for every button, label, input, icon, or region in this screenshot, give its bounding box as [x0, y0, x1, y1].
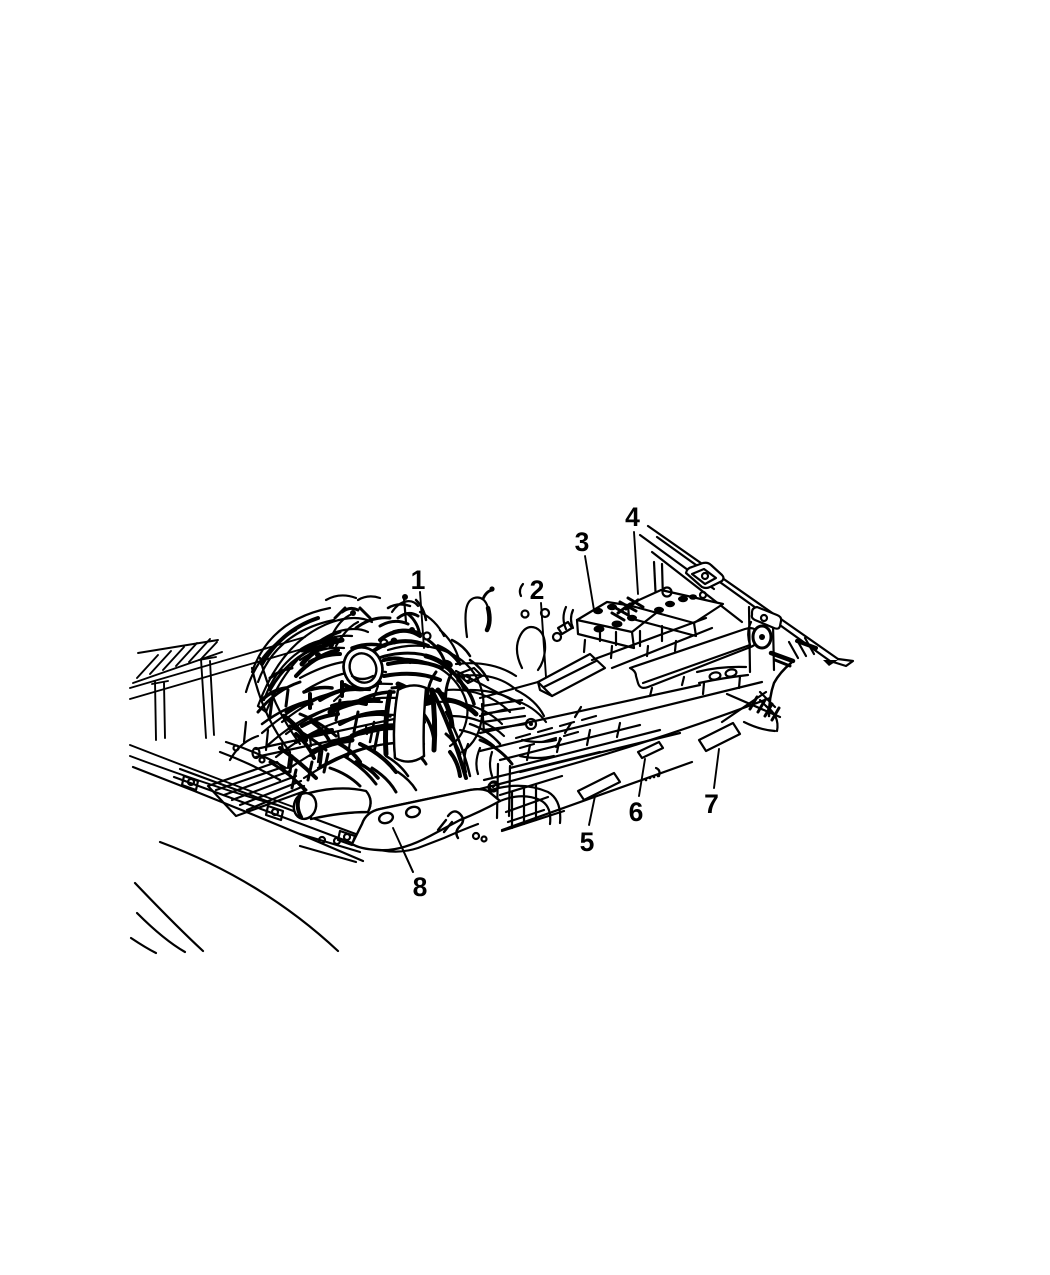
svg-text:1: 1 [411, 565, 426, 595]
svg-text:6: 6 [629, 797, 644, 827]
svg-text:3: 3 [575, 527, 590, 557]
svg-text:4: 4 [625, 502, 640, 532]
svg-text:2: 2 [530, 575, 545, 605]
svg-text:7: 7 [704, 789, 719, 819]
svg-text:5: 5 [580, 827, 595, 857]
svg-text:8: 8 [413, 872, 428, 902]
